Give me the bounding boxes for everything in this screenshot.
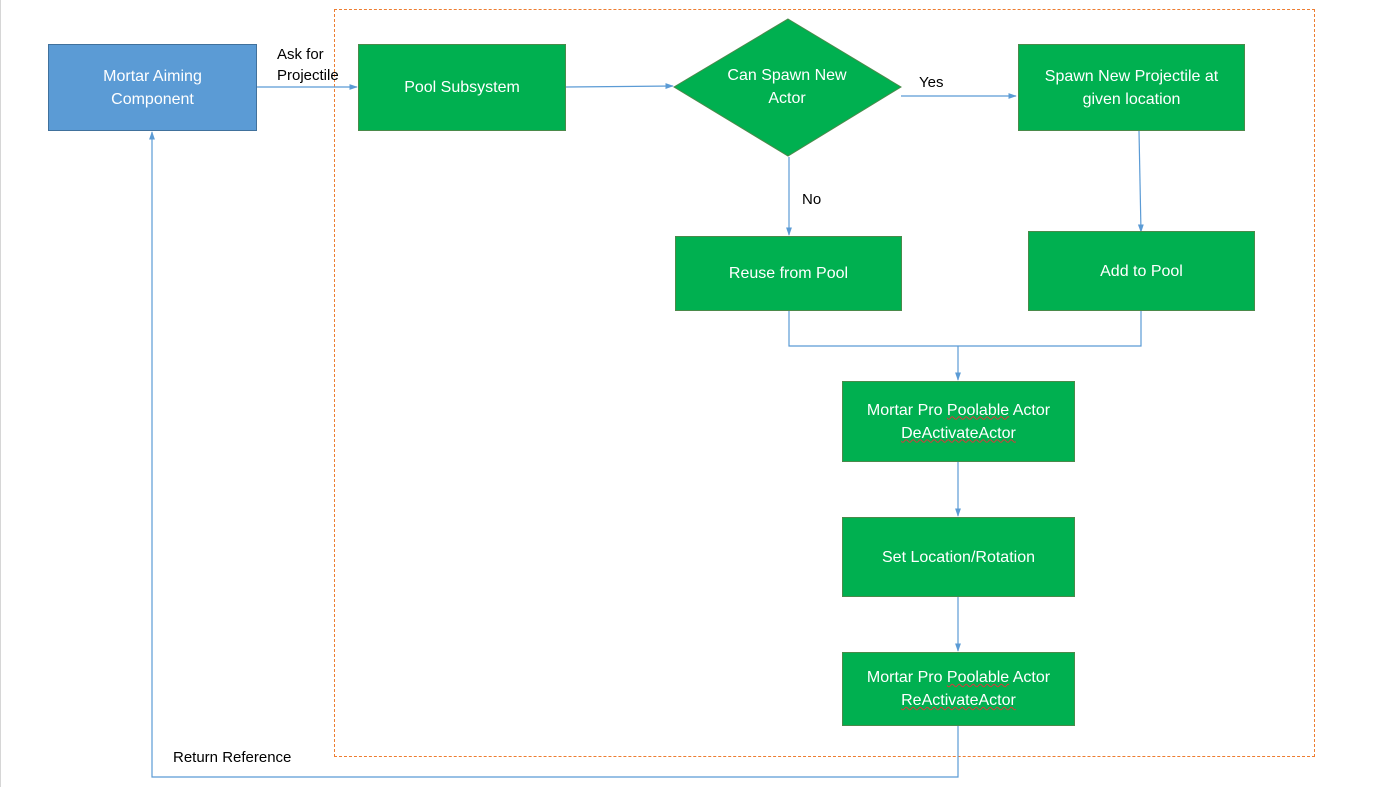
reuse-from-pool-text: Reuse from Pool	[728, 265, 849, 282]
canvas-left-border	[0, 0, 1, 787]
reactivate-method: ReActivateActor	[901, 692, 1016, 709]
set-location-rotation-node: Set Location/Rotation	[842, 517, 1075, 597]
deactivate-actor-text: Mortar Pro Poolable Actor DeActivateActo…	[867, 399, 1050, 445]
deactivate-method: DeActivateActor	[901, 424, 1016, 442]
arrow-pool-to-decision	[565, 83, 674, 90]
set-location-rotation-text: Set Location/Rotation	[882, 548, 1035, 566]
reactivate-actor-node: Mortar Pro Poolable Actor ReActivateActo…	[842, 652, 1075, 726]
deactivate-suffix: Actor	[1009, 401, 1051, 419]
add-to-pool-text: Add to Pool	[1100, 262, 1183, 280]
mortar-aiming-component-text: Mortar Aiming Component	[103, 67, 202, 108]
reactivate-prefix: Mortar Pro	[866, 669, 947, 686]
deactivate-prefix: Mortar Pro	[866, 401, 947, 419]
mortar-aiming-component-node: Mortar Aiming Component	[48, 44, 257, 131]
spawn-new-projectile-node: Spawn New Projectile at given location	[1018, 44, 1245, 131]
arrow-spawn-to-add	[1137, 130, 1144, 233]
decision-diamond	[673, 18, 902, 157]
spawn-new-projectile-text: Spawn New Projectile at given location	[1044, 67, 1219, 108]
merge-connector	[788, 311, 1142, 347]
reactivate-suffix: Actor	[1009, 669, 1051, 686]
arrow-return-reference	[149, 131, 959, 778]
pool-subsystem-boundary	[334, 9, 1315, 757]
pool-subsystem-node: Pool Subsystem	[358, 44, 566, 131]
deactivate-flagged-word: Poolable	[946, 401, 1010, 419]
ask-for-label-line2: Projectile	[277, 67, 339, 84]
add-to-pool-node: Add to Pool	[1028, 231, 1255, 311]
reactivate-actor-text: Mortar Pro Poolable Actor ReActivateActo…	[867, 666, 1050, 712]
reuse-from-pool-node: Reuse from Pool	[675, 236, 902, 311]
ask-for-label-line1: Ask for	[277, 46, 324, 63]
deactivate-actor-node: Mortar Pro Poolable Actor DeActivateActo…	[842, 381, 1075, 462]
yes-label: Yes	[919, 74, 944, 91]
no-label: No	[802, 191, 822, 208]
decision-text: Can Spawn New Actor	[727, 67, 847, 107]
return-reference-label: Return Reference	[173, 749, 292, 766]
reactivate-flagged-word: Poolable	[946, 669, 1010, 686]
pool-subsystem-text: Pool Subsystem	[404, 79, 520, 96]
